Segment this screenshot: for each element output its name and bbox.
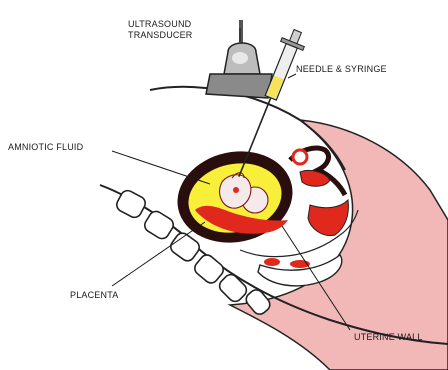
label-transducer-line1: ULTRASOUND [128, 19, 192, 29]
transducer-highlight [232, 52, 248, 64]
label-placenta: PLACENTA [70, 290, 118, 300]
label-transducer-line2: TRANSDUCER [128, 30, 193, 40]
label-amniotic-fluid: AMNIOTIC FLUID [8, 142, 84, 152]
vertebra [142, 209, 176, 241]
uterine-extension [308, 200, 348, 236]
organ-red-spot [264, 258, 280, 266]
transducer-base [206, 74, 272, 98]
ovary-ring [293, 150, 307, 164]
leader-needle [288, 74, 296, 78]
label-needle-syringe: NEEDLE & SYRINGE [296, 64, 387, 74]
vertebra [217, 272, 250, 305]
ultrasound-transducer [206, 20, 272, 98]
fetus-detail [233, 187, 239, 193]
label-uterine-wall: UTERINE WALL [354, 332, 423, 342]
